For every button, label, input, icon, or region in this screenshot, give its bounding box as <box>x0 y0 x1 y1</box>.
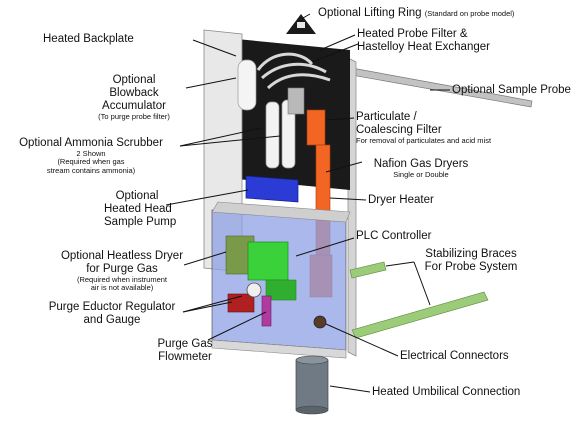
lifting-ring-note: (Standard on probe model) <box>424 9 515 18</box>
nafion-note: Single or Double <box>393 169 449 179</box>
lifting-ring <box>286 14 316 34</box>
flowmeter-line2: Flowmeter <box>158 350 212 363</box>
label-dryer-heater: Dryer Heater <box>368 194 434 206</box>
braces-line1: Stabilizing Braces <box>425 248 517 260</box>
sample-pump-line3: Sample Pump <box>104 215 177 228</box>
ammonia-title: Optional Ammonia Scrubber <box>19 137 163 149</box>
ammonia-scrubbers <box>265 99 296 169</box>
ammonia-note2: (Required when gas <box>57 157 125 167</box>
stabilizing-braces <box>349 261 489 339</box>
particulate-line1: Particulate / <box>356 111 417 123</box>
probe-filter-line1: Heated Probe Filter & <box>357 28 468 40</box>
cabinet-base <box>211 339 347 359</box>
label-probe-filter: Heated Probe Filter & Hastelloy Heat Exc… <box>357 28 490 54</box>
lifting-ring-title: Optional Lifting Ring <box>318 7 422 19</box>
blowback-line3: Accumulator <box>102 99 166 112</box>
label-nafion-dryers: Nafion Gas Dryers Single or Double <box>362 158 480 179</box>
label-sample-probe: Optional Sample Probe <box>452 84 571 96</box>
particulate-note: For removal of particulates and acid mis… <box>356 135 492 145</box>
heatless-note2: air is not available) <box>90 283 154 293</box>
sample-pump-line1: Optional <box>115 190 159 202</box>
filter-housing <box>287 87 305 115</box>
label-lifting-ring: Optional Lifting Ring (Standard on probe… <box>318 7 514 20</box>
probe-filter-line2: Hastelloy Heat Exchanger <box>357 40 490 53</box>
purge-eductor-line1: Purge Eductor Regulator <box>48 301 176 313</box>
label-stabilizing-braces: Stabilizing Braces For Probe System <box>416 248 526 274</box>
flowmeter-line1: Purge Gas <box>157 338 213 350</box>
nafion-title: Nafion Gas Dryers <box>373 158 469 170</box>
label-heated-umbilical: Heated Umbilical Connection <box>372 386 521 398</box>
label-plc-controller: PLC Controller <box>356 230 432 242</box>
label-purge-eductor: Purge Eductor Regulator and Gauge <box>42 301 182 327</box>
label-ammonia-scrubber: Optional Ammonia Scrubber 2 Shown (Requi… <box>2 137 180 175</box>
sample-pump-line2: Heated Head <box>104 202 172 215</box>
label-heated-backplate: Heated Backplate <box>43 33 134 45</box>
plc-controller <box>247 241 289 281</box>
blowback-accumulator <box>237 59 257 111</box>
leader-lines <box>165 13 450 393</box>
braces-line2: For Probe System <box>424 260 518 273</box>
heated-probe-filter <box>256 52 331 90</box>
particulate-line2: Coalescing Filter <box>356 123 442 136</box>
label-electrical-connectors: Electrical Connectors <box>400 350 509 362</box>
heated-umbilical <box>295 355 329 415</box>
sample-pump <box>245 175 299 203</box>
label-blowback-accumulator: Optional Blowback Accumulator (To purge … <box>84 74 184 121</box>
cabinet-shelf <box>211 201 351 223</box>
label-purge-flowmeter: Purge Gas Flowmeter <box>150 338 220 364</box>
label-sample-pump: Optional Heated Head Sample Pump <box>104 190 177 229</box>
blowback-note: (To purge probe filter) <box>98 111 170 121</box>
heatless-note1: (Required when instrument <box>76 274 168 284</box>
label-heatless-dryer: Optional Heatless Dryer for Purge Gas (R… <box>54 250 190 293</box>
ammonia-note3: stream contains ammonia) <box>46 165 136 175</box>
plc-module <box>265 279 297 301</box>
label-particulate-filter: Particulate / Coalescing Filter For remo… <box>356 111 491 145</box>
heatless-line2: for Purge Gas <box>86 262 158 275</box>
purge-eductor-line2: and Gauge <box>83 313 141 326</box>
heatless-line1: Optional Heatless Dryer <box>60 250 184 262</box>
blowback-line2: Blowback <box>109 86 159 99</box>
electrical-connector <box>313 315 327 329</box>
blowback-line1: Optional <box>112 74 156 86</box>
ammonia-note1: 2 Shown <box>76 148 106 158</box>
purge-flowmeter <box>261 295 272 327</box>
